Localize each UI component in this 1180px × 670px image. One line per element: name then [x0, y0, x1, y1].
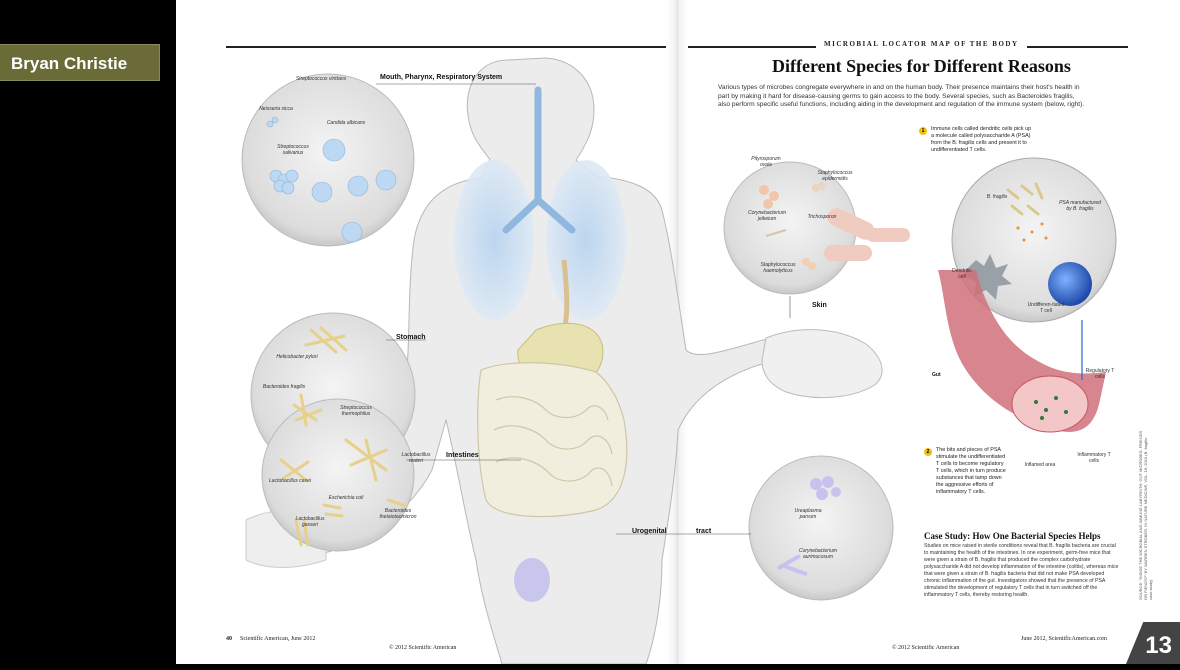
- label-dendritic-cell: Dendritic cell: [952, 268, 972, 280]
- species-lactobacillus-casei: Lactobacillus casei: [269, 478, 311, 484]
- inflamed-area: [1011, 375, 1089, 433]
- slide-left-margin: [0, 0, 176, 664]
- label-tract: tract: [696, 528, 712, 535]
- intestine-microbe-bubble: [261, 398, 415, 552]
- intestines: [477, 362, 628, 518]
- label-gut: Gut: [932, 372, 941, 378]
- bladder: [514, 558, 550, 602]
- source-credit: SOURCE: "INSIDE THE MICROBIAL AND IMMUNE…: [1138, 430, 1153, 600]
- label-stomach: Stomach: [396, 334, 426, 341]
- species-lactobacillus-gasseri: Lactobacillus gasseri: [295, 516, 325, 528]
- step-1-bullet: 1: [919, 127, 927, 135]
- copyright-right: © 2012 Scientific American: [892, 645, 960, 651]
- label-inflamed-area: Inflamed area: [1024, 462, 1056, 468]
- label-inflammatory-t-cells: Inflammatory T cells: [1077, 452, 1111, 464]
- trachea: [502, 86, 576, 234]
- t-cell: [1048, 262, 1092, 306]
- step-1-text: Immune cells called dendritic cells pick…: [931, 126, 1032, 154]
- case-study-body: Studies on mice raised in sterile condit…: [924, 543, 1119, 599]
- left-page-number: 40: [226, 636, 232, 642]
- label-intestines: Intestines: [446, 452, 479, 459]
- species-escherichia-coli: Escherichia coli: [328, 495, 364, 501]
- urogenital-microbe-bubble: [748, 455, 894, 601]
- left-lung: [454, 160, 534, 320]
- kicker: MICROBIAL LOCATOR MAP OF THE BODY: [816, 40, 1027, 48]
- label-b-fragilis: B. fragilis: [986, 194, 1008, 200]
- species-staphylococcus-epidermidis: Staphylococcus epidermidis: [817, 170, 853, 182]
- species-neisseria-sicca: Neisseria sicca: [259, 106, 293, 112]
- label-regulatory-t-cells: Regulatory T cells: [1085, 368, 1115, 380]
- header-rule-left: [226, 46, 666, 48]
- species-candida-albicans: Candida albicans: [326, 120, 366, 126]
- skin-microbes: [759, 182, 910, 270]
- label-urogenital: Urogenital: [632, 528, 667, 535]
- species-bacteroides-thetaiotaomicron: Bacteroides thetaiotaomicron: [379, 508, 417, 520]
- gut-microbes: [279, 326, 408, 547]
- body-illustration: [241, 57, 1117, 664]
- case-study-title: Case Study: How One Bacterial Species He…: [924, 531, 1101, 541]
- right-lung: [546, 160, 626, 320]
- step-2-bullet: 2: [924, 448, 932, 456]
- species-streptococcus-viridans: Streptococcus viridans: [295, 76, 347, 82]
- label-undifferentiated-t-cell: Undifferen-tiated T cell: [1027, 302, 1065, 314]
- label-mouth-pharynx: Mouth, Pharynx, Respiratory System: [380, 74, 503, 81]
- species-ureaplasma-parvum: Ureaplasma parvum: [794, 508, 822, 520]
- mouth-microbe-bubble: [241, 73, 415, 247]
- species-streptococcus-salivarius: Streptococcus salivarius: [277, 144, 309, 156]
- species-staphylococcus-haemolyticus: Staphylococcus haemolyticus: [760, 262, 796, 274]
- author-label: Bryan Christie: [0, 44, 160, 81]
- magazine-spread: MICROBIAL LOCATOR MAP OF THE BODY Differ…: [176, 0, 1180, 664]
- right-folio: June 2012, ScientificAmerican.com: [1021, 636, 1107, 642]
- species-lactobacillus-reuteri: Lactobacillus reuteri: [401, 452, 431, 464]
- right-hand: [761, 329, 883, 399]
- inflammatory-cells: [1034, 396, 1068, 420]
- species-pityrosporum-ovale: Pityrosporum ovale: [751, 156, 781, 168]
- left-folio: Scientific American, June 2012: [240, 636, 316, 642]
- label-skin: Skin: [812, 302, 827, 309]
- urogenital-microbes: [777, 476, 841, 576]
- label-psa: PSA manufactured by B. fragilis: [1059, 200, 1101, 212]
- leader-lines: [376, 83, 791, 535]
- intro-paragraph: Various types of microbes congregate eve…: [718, 84, 1085, 109]
- mouth-microbes: [266, 116, 397, 243]
- species-bacteroides-fragilis: Bacteroides fragilis: [262, 384, 306, 390]
- species-corynebacterium-aurimucosum: Corynebacterium aurimucosum: [798, 548, 838, 560]
- step-2-text: The bits and pieces of PSA stimulate the…: [936, 447, 1006, 496]
- page-title: Different Species for Different Reasons: [772, 56, 1071, 76]
- species-streptococcus-thermophilus: Streptococcus thermophilus: [340, 405, 372, 417]
- species-trichosporon: Trichosporon: [807, 214, 837, 220]
- species-helicobacter-pylori: Helicobacter pylori: [276, 354, 318, 360]
- copyright-left: © 2012 Scientific American: [389, 645, 457, 651]
- species-corynebacterium-jeikeium: Corynebacterium jeikeium: [747, 210, 787, 222]
